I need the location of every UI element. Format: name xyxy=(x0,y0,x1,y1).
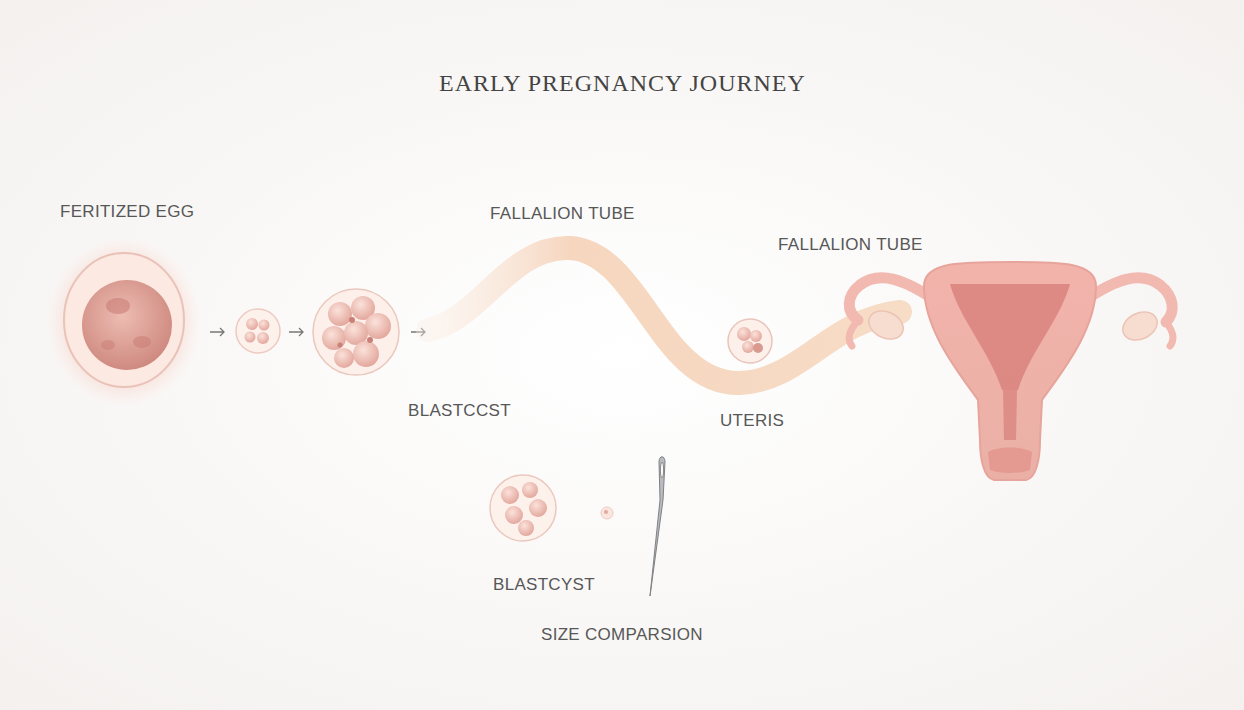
part-label: FALLALION TUBE xyxy=(778,235,923,255)
size-comparison-blastocyst-part xyxy=(529,499,547,517)
blastocyst-in-tube-part xyxy=(750,330,762,342)
morula-part xyxy=(328,302,352,326)
tiny-blastocyst-part xyxy=(604,510,608,514)
cleavage-stage-part xyxy=(245,332,256,343)
morula-part xyxy=(322,326,346,350)
size-comparison-blastocyst-part xyxy=(505,506,523,524)
morula-part xyxy=(313,289,399,375)
fertilized-egg-part xyxy=(82,280,172,370)
part-label: UTERIS xyxy=(720,411,784,431)
cleavage-stage-part xyxy=(259,320,270,331)
morula-part xyxy=(367,337,373,343)
cleavage-stage xyxy=(236,309,280,353)
tiny-blastocyst-part xyxy=(601,507,613,519)
uterus xyxy=(849,262,1173,480)
diagram-title: EARLY PREGNANCY JOURNEY xyxy=(439,70,806,97)
uterus-part xyxy=(1003,390,1017,440)
stage-label: FERITIZED EGG xyxy=(60,202,194,222)
fertilized-egg-part xyxy=(64,253,184,387)
uterus-part xyxy=(1085,278,1172,322)
blastocyst-in-tube xyxy=(728,319,772,363)
blastocyst-in-tube-part xyxy=(742,341,754,353)
uterus-part xyxy=(924,262,1096,480)
fertilized-egg-part xyxy=(133,336,151,348)
uterus-part xyxy=(950,284,1070,390)
fertilized-egg-part xyxy=(46,236,202,408)
stage-label: BLASTCCST xyxy=(408,401,511,421)
fertilized-egg-part xyxy=(101,340,115,350)
cleavage-stage-part xyxy=(236,309,280,353)
fertilized-egg xyxy=(46,236,202,408)
tiny-blastocyst xyxy=(601,507,613,519)
stage-label: BLASTCYST xyxy=(493,575,595,595)
size-comparison-blastocyst-part xyxy=(501,486,519,504)
morula xyxy=(313,289,399,375)
morula-part xyxy=(353,341,379,367)
fertilized-egg-part xyxy=(106,298,130,314)
uterus-part xyxy=(988,448,1032,474)
morula-part xyxy=(349,317,355,323)
part-label: FALLALION TUBE xyxy=(490,204,635,224)
fallopian-tube xyxy=(428,248,900,383)
blastocyst-in-tube-part xyxy=(737,327,751,341)
uterus-part xyxy=(864,306,908,345)
morula-part xyxy=(338,343,343,348)
needle xyxy=(650,457,665,596)
stage-arrow-part xyxy=(210,328,224,336)
size-comparison-blastocyst xyxy=(490,475,556,541)
needle-part xyxy=(650,457,665,596)
stage-arrow-part xyxy=(289,328,303,336)
size-comparison-blastocyst-part xyxy=(518,520,534,536)
needle-part xyxy=(660,462,663,478)
morula-part xyxy=(365,313,391,339)
caption-label: SIZE COMPARSION xyxy=(541,625,703,645)
cleavage-stage-part xyxy=(246,318,258,330)
cleavage-stage-part xyxy=(257,332,269,344)
blastocyst-in-tube-part xyxy=(753,343,763,353)
uterus-part xyxy=(1118,307,1162,346)
blastocyst-in-tube-part xyxy=(728,319,772,363)
morula-part xyxy=(334,348,354,368)
size-comparison-blastocyst-part xyxy=(490,475,556,541)
size-comparison-blastocyst-part xyxy=(522,482,538,498)
